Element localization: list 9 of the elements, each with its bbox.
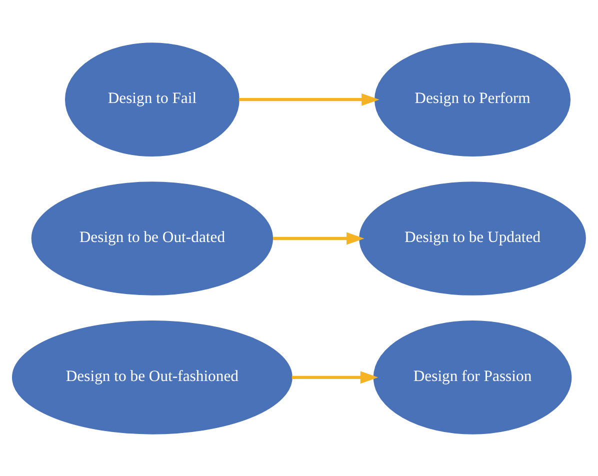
node-ellipse: Design to be Out-dated [31, 181, 274, 295]
node-ellipse: Design to Fail [64, 42, 240, 156]
node-ellipse: Design for Passion [373, 320, 572, 434]
arrow [292, 370, 378, 384]
node-ellipse: Design to Perform [374, 42, 571, 156]
arrow [238, 92, 380, 106]
node-ellipse: Design to be Updated [359, 181, 586, 295]
node-ellipse: Design to be Out-fashioned [12, 320, 292, 434]
arrow [273, 232, 364, 244]
